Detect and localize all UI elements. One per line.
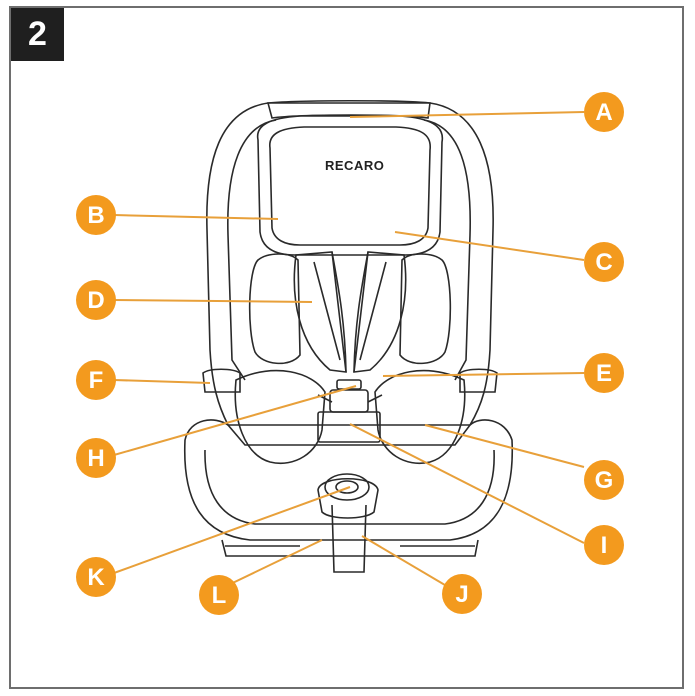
callout-d: D <box>76 280 116 320</box>
leader-i <box>349 423 585 544</box>
adjuster-button-inner <box>335 480 359 494</box>
leader-f <box>113 379 211 384</box>
base-skirt <box>221 539 479 557</box>
left-thigh-cushion <box>234 369 326 465</box>
svg-text:D: D <box>87 287 104 314</box>
callout-c: C <box>584 242 624 282</box>
leader-l <box>217 539 323 591</box>
headrest-inner <box>269 126 431 246</box>
adjuster-button <box>324 473 370 501</box>
leader-g <box>424 424 585 468</box>
callout-l: L <box>199 575 239 615</box>
backrest-shell <box>206 102 494 426</box>
right-belt-guide <box>459 368 498 393</box>
svg-text:C: C <box>595 249 612 276</box>
callout-f: F <box>76 360 116 400</box>
svg-text:B: B <box>87 202 104 229</box>
svg-text:L: L <box>212 582 227 609</box>
seat-base <box>183 419 514 541</box>
callout-g: G <box>584 460 624 500</box>
callout-h: H <box>76 438 116 478</box>
left-belt-guide <box>202 368 241 393</box>
step-number-badge: 2 <box>11 8 64 61</box>
callout-e: E <box>584 353 624 393</box>
svg-text:G: G <box>595 467 614 494</box>
svg-text:I: I <box>601 532 608 559</box>
leader-lines <box>113 111 585 591</box>
crotch-strap <box>331 504 367 573</box>
harness-buckle <box>329 389 369 413</box>
svg-text:A: A <box>595 99 612 126</box>
brand-logo: RECARO <box>325 158 384 173</box>
svg-text:F: F <box>89 367 104 394</box>
leader-e <box>382 372 585 377</box>
callout-k: K <box>76 557 116 597</box>
backrest-inner-edge <box>227 119 472 381</box>
seat-base-inner <box>204 449 495 525</box>
svg-text:E: E <box>596 360 612 387</box>
leader-d <box>113 299 313 303</box>
leader-b <box>113 214 279 220</box>
svg-text:H: H <box>87 445 104 472</box>
leader-c <box>394 231 585 261</box>
callout-j: J <box>442 574 482 614</box>
buckle-tongue-lines <box>317 394 383 403</box>
car-seat-illustration <box>183 99 514 573</box>
harness-straps <box>313 251 387 373</box>
leader-a <box>349 111 585 118</box>
headrest-cushion <box>256 115 444 256</box>
leader-j <box>361 535 451 589</box>
callout-a: A <box>584 92 624 132</box>
callout-b: B <box>76 195 116 235</box>
leader-k <box>113 486 351 574</box>
left-wing-cushion <box>248 253 301 365</box>
callout-i: I <box>584 525 624 565</box>
crotch-strap-pad <box>317 411 381 443</box>
figure-frame <box>9 6 684 689</box>
right-wing-cushion <box>399 253 452 365</box>
svg-text:K: K <box>87 564 105 591</box>
right-thigh-cushion <box>374 369 466 465</box>
svg-text:J: J <box>455 581 468 608</box>
leader-h <box>113 385 357 456</box>
